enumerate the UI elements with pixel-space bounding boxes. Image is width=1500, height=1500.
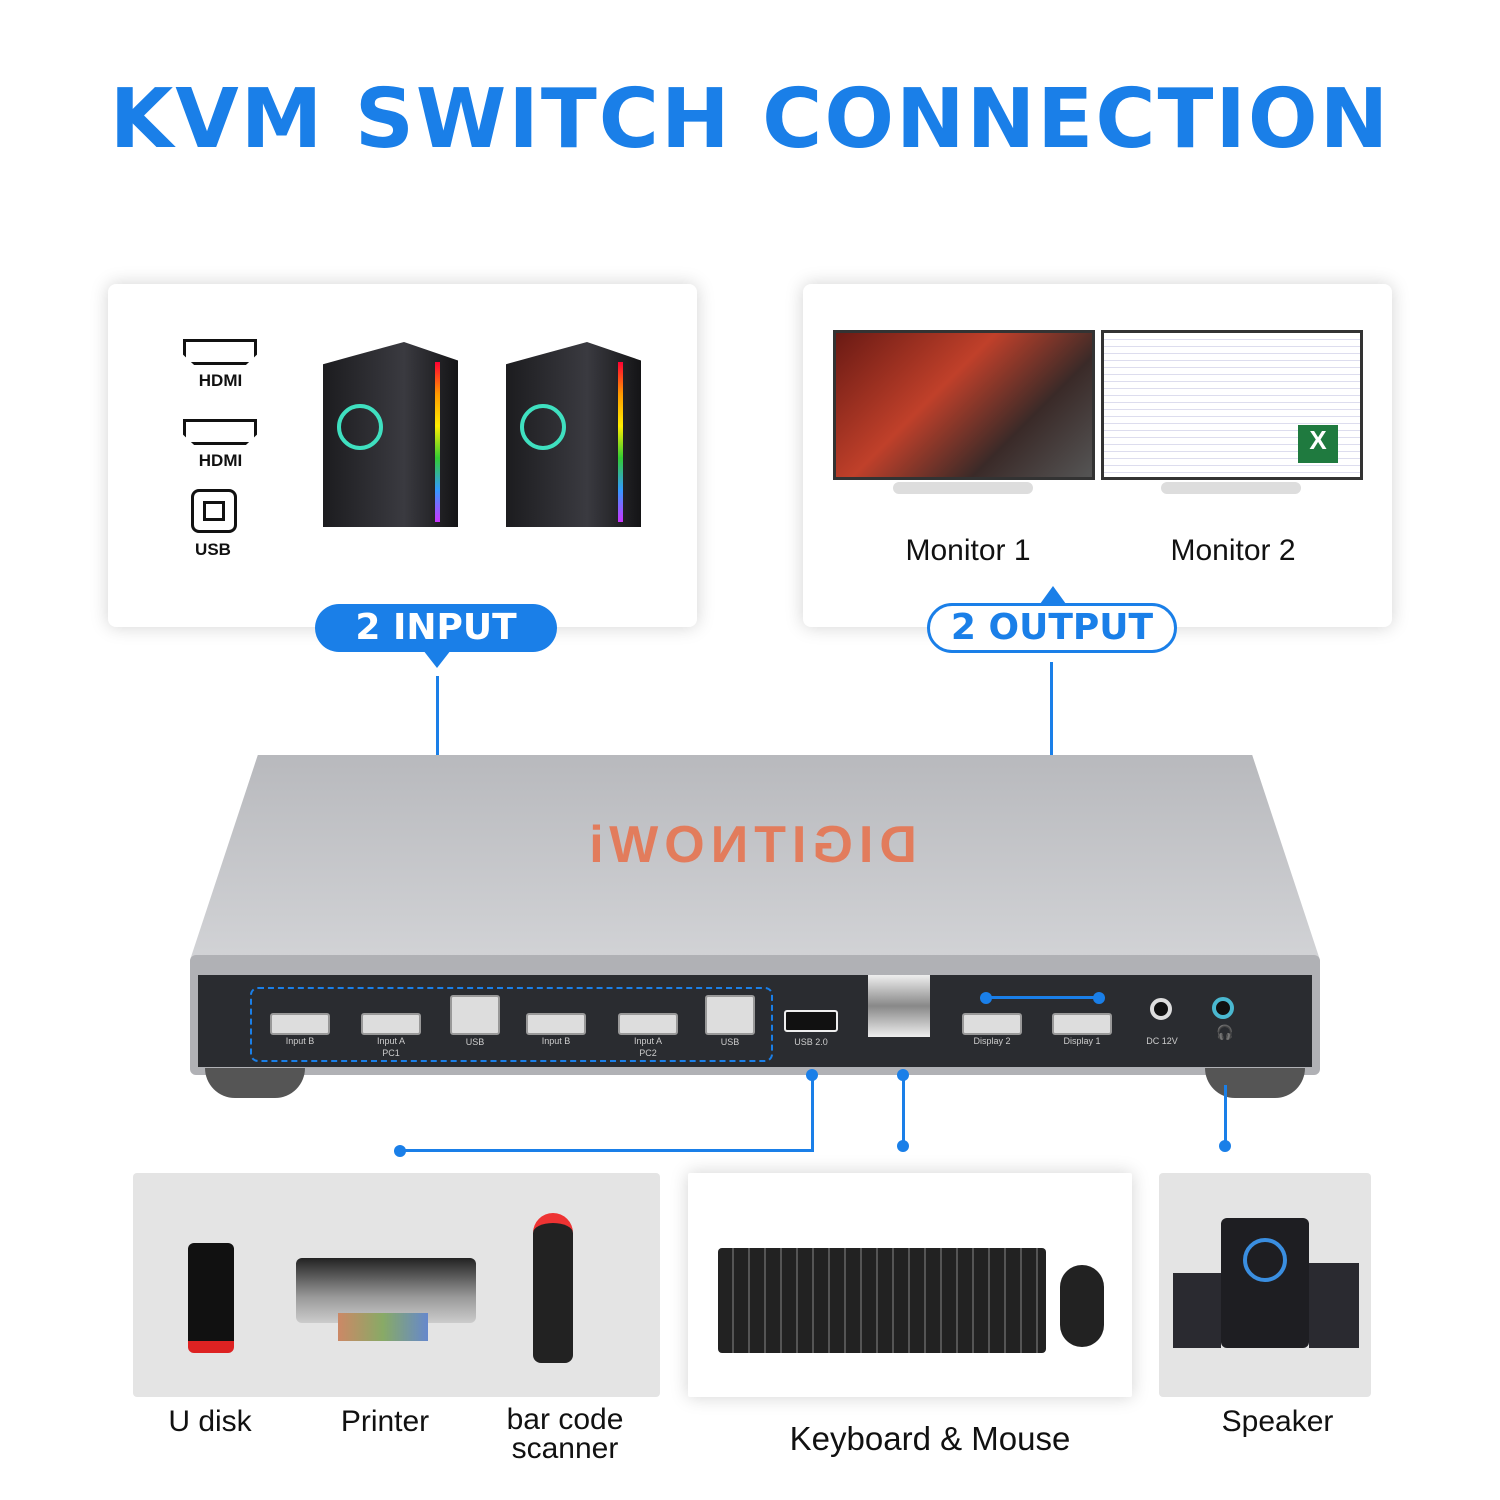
port-label: USB xyxy=(465,1037,485,1047)
peripheral-label: bar code scanner xyxy=(506,1403,624,1465)
input-panel: HDMI HDMI USB xyxy=(108,284,697,627)
output-badge: 2 OUTPUT xyxy=(927,603,1177,653)
port-label: USB xyxy=(720,1037,740,1047)
output-panel: X Monitor 1 Monitor 2 xyxy=(803,284,1392,627)
pc-tower-image xyxy=(506,342,641,527)
connector-line xyxy=(1224,1085,1227,1145)
input-badge: 2 INPUT xyxy=(315,604,557,652)
port-label: HDMI xyxy=(198,451,243,470)
dc-power-jack xyxy=(1150,998,1172,1020)
hdmi-port xyxy=(618,1013,678,1035)
brand-logo: DIGITNOWi xyxy=(583,816,917,874)
keyboard-image xyxy=(718,1248,1046,1353)
port-label: DC 12V xyxy=(1146,1036,1178,1046)
storage-peripherals-panel xyxy=(133,1173,660,1397)
u-disk-image xyxy=(188,1243,234,1353)
group-label: PC2 xyxy=(639,1048,657,1058)
audio-jack xyxy=(1212,997,1234,1019)
monitor-stand xyxy=(893,482,1033,494)
port-label: HDMI xyxy=(198,371,243,390)
connector-dot xyxy=(1219,1140,1231,1152)
usb-a-port xyxy=(784,1010,838,1032)
hdmi-icon xyxy=(183,419,257,445)
page-title: KVM SWITCH CONNECTION xyxy=(109,72,1391,167)
group-label: PC1 xyxy=(382,1048,400,1058)
connector-dot xyxy=(980,992,992,1004)
speaker-panel xyxy=(1159,1173,1371,1397)
usb-b-icon xyxy=(191,489,237,533)
port-label: USB 2.0 xyxy=(794,1037,828,1047)
keyboard-mouse-panel xyxy=(688,1173,1132,1397)
monitor-2-label: Monitor 2 xyxy=(1170,534,1296,567)
device-foot xyxy=(205,1068,305,1098)
headphone-icon: 🎧 xyxy=(1216,1024,1234,1040)
connector-dot xyxy=(394,1145,406,1157)
peripheral-label: Speaker xyxy=(1221,1405,1334,1438)
hdmi-port xyxy=(962,1013,1022,1035)
peripheral-label: U disk xyxy=(168,1405,252,1438)
kvm-top-surface xyxy=(190,755,1320,960)
peripheral-label: Printer xyxy=(340,1405,430,1438)
port-label: Input B xyxy=(541,1036,571,1046)
connector-dot xyxy=(897,1140,909,1152)
monitor-2-image: X xyxy=(1101,330,1363,480)
input-ports-group xyxy=(250,987,773,1062)
connector-line xyxy=(902,1075,905,1145)
keyboard-mouse-usb-ports xyxy=(868,975,930,1037)
port-label: Input A xyxy=(633,1036,663,1046)
usb-b-port xyxy=(450,995,500,1035)
barcode-scanner-image xyxy=(533,1213,573,1363)
monitor-1-image xyxy=(833,330,1095,480)
connector-line xyxy=(985,996,1100,999)
hdmi-port xyxy=(361,1013,421,1035)
badge-pointer xyxy=(423,650,451,668)
printed-photo xyxy=(338,1313,428,1341)
monitor-stand xyxy=(1161,482,1301,494)
device-foot xyxy=(1205,1068,1305,1098)
badge-pointer xyxy=(1040,586,1066,604)
port-label: Input A xyxy=(376,1036,406,1046)
hdmi-port xyxy=(526,1013,586,1035)
port-label: Display 1 xyxy=(1063,1036,1101,1046)
mouse-image xyxy=(1060,1265,1104,1347)
hdmi-port xyxy=(270,1013,330,1035)
pc-tower-image xyxy=(323,342,458,527)
port-label: Input B xyxy=(285,1036,315,1046)
hdmi-port xyxy=(1052,1013,1112,1035)
hdmi-icon xyxy=(183,339,257,365)
connector-line xyxy=(811,1075,814,1151)
monitor-1-label: Monitor 1 xyxy=(905,534,1031,567)
satellite-speaker xyxy=(1309,1263,1359,1348)
printer-image xyxy=(296,1258,476,1323)
connector-line xyxy=(400,1149,814,1152)
satellite-speaker xyxy=(1173,1273,1221,1348)
port-label: Display 2 xyxy=(973,1036,1011,1046)
port-label: USB xyxy=(195,540,231,559)
speaker-image xyxy=(1221,1218,1309,1348)
usb-b-port xyxy=(705,995,755,1035)
connector-dot xyxy=(1093,992,1105,1004)
peripheral-label: Keyboard & Mouse xyxy=(789,1420,1071,1457)
